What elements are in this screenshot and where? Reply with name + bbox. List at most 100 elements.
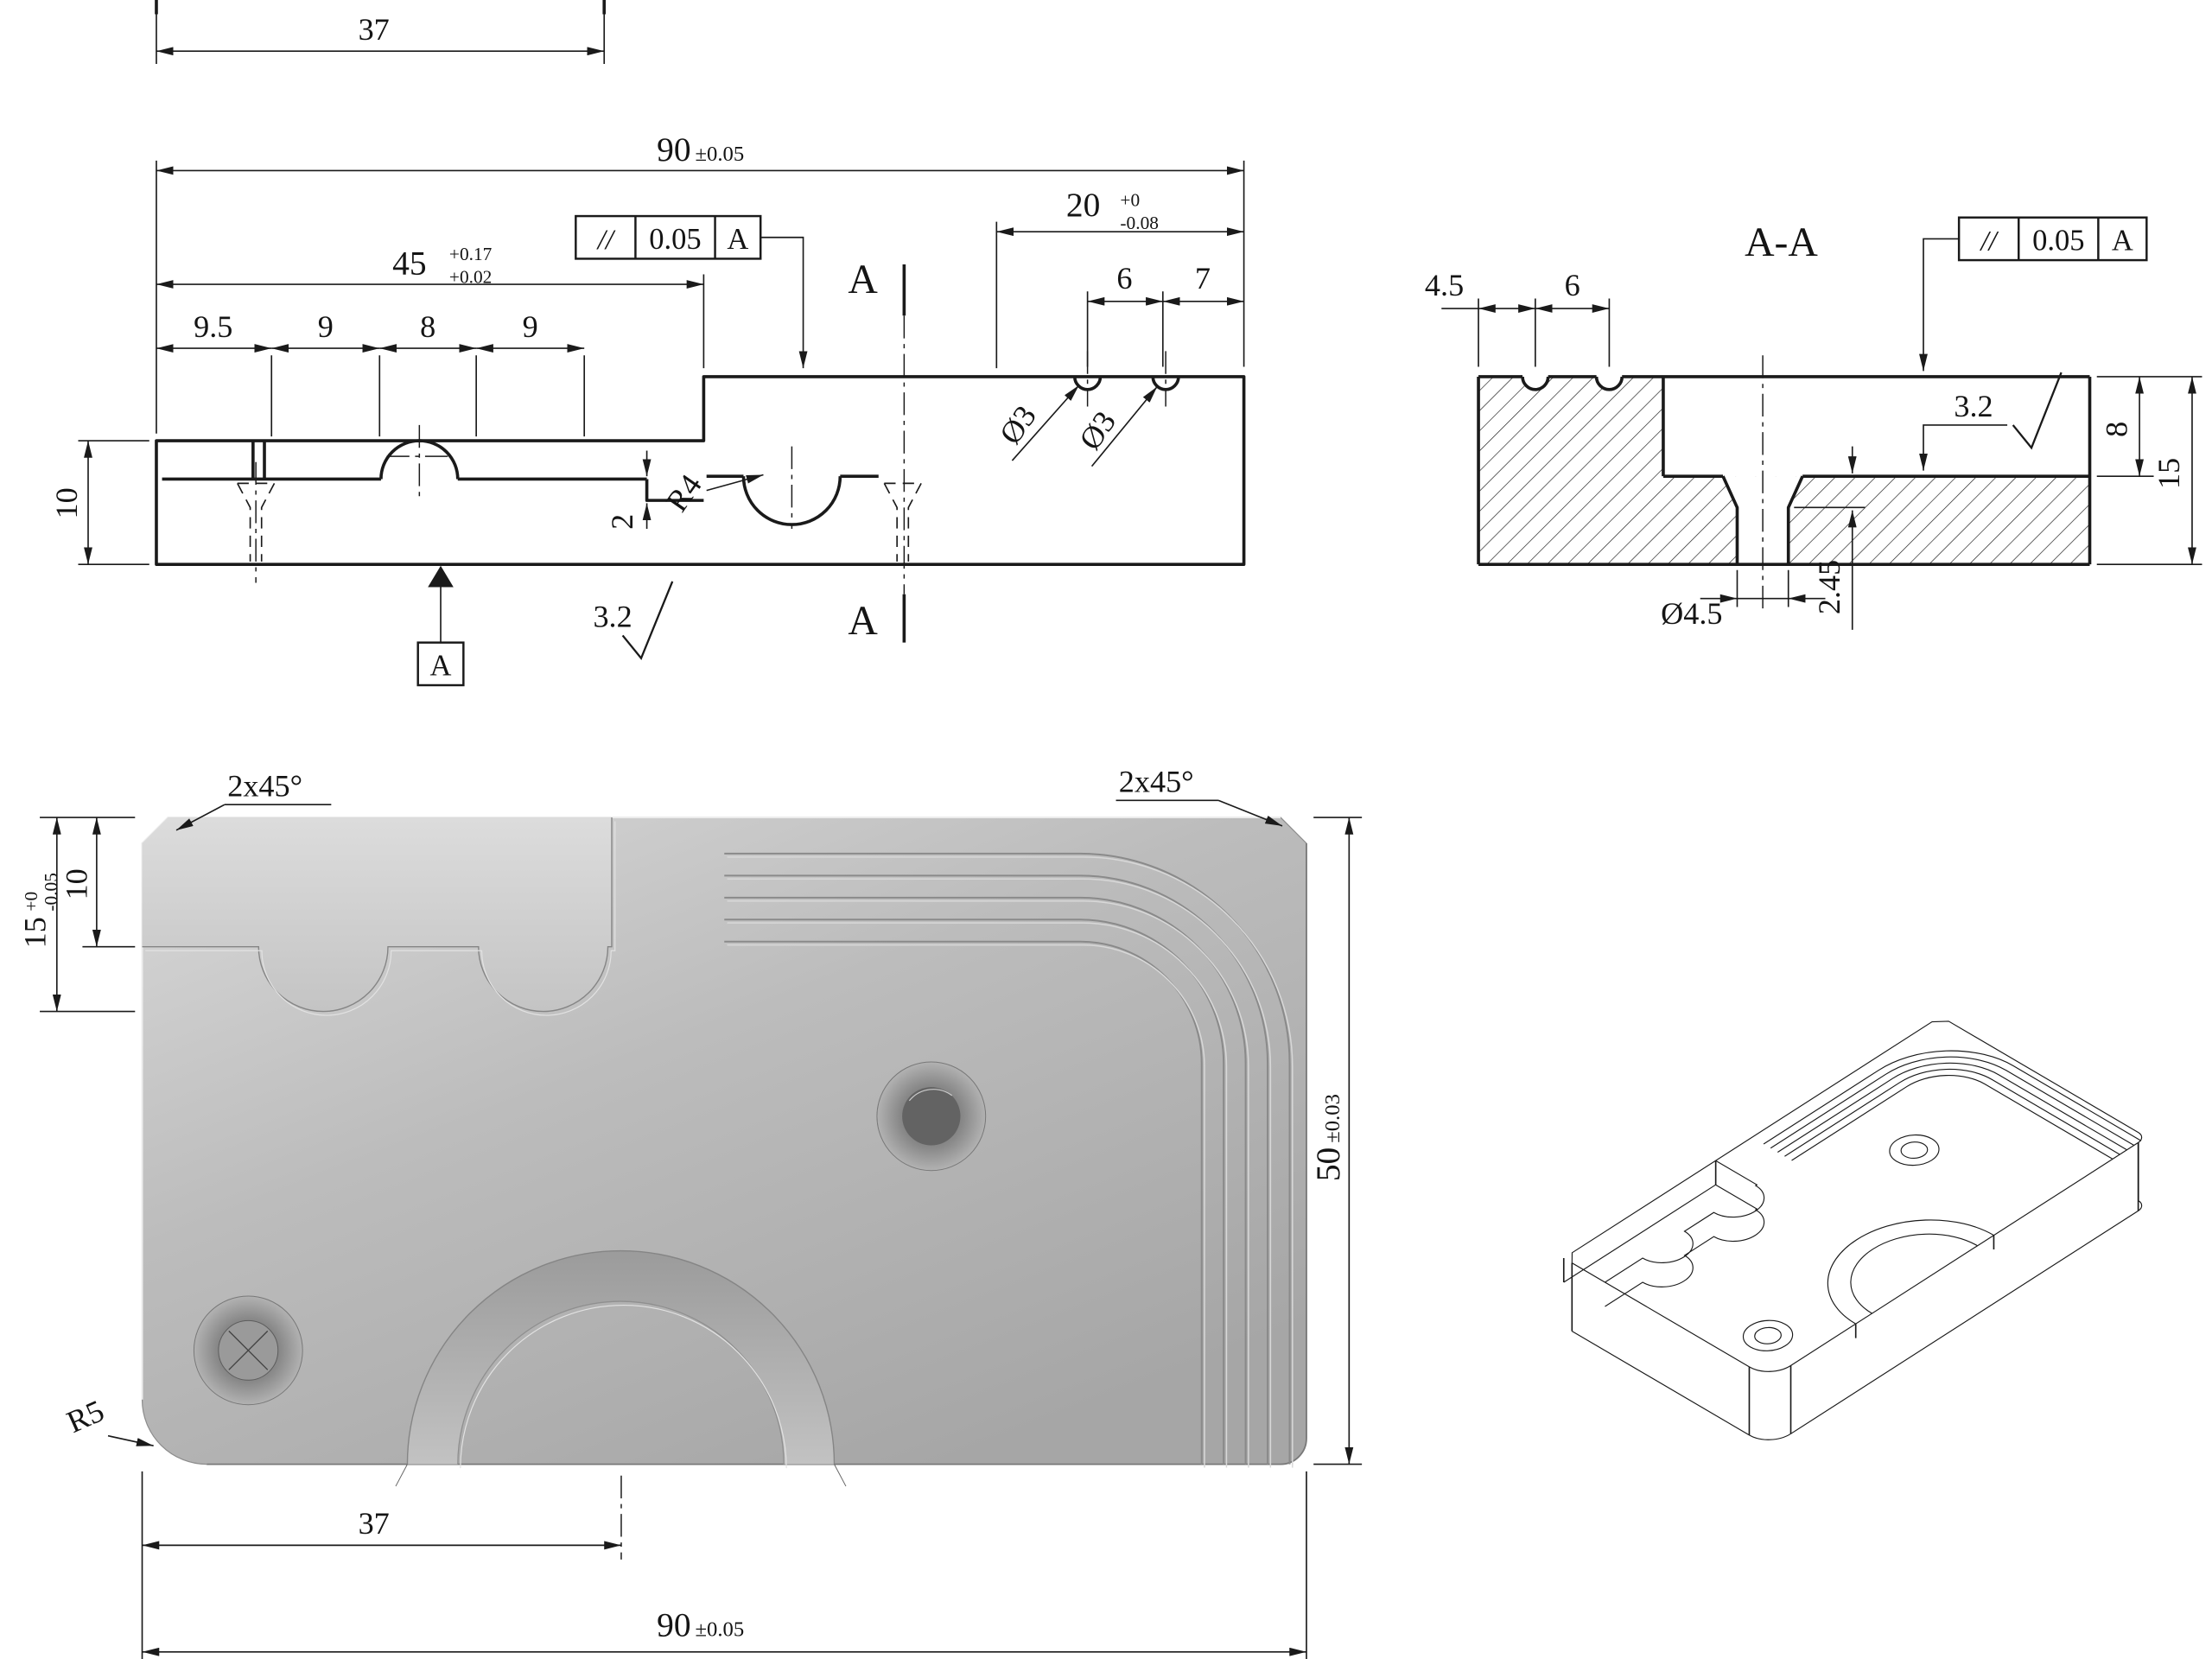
hatch-bottom-band [1662, 476, 2090, 565]
svg-text:15: 15 [18, 917, 53, 948]
front-view: 90 ±0.05 45 +0.17 +0.02 20 +0 -0.08 6 7 … [49, 130, 1246, 687]
plan-hole-a-with-screw [194, 1296, 302, 1405]
section-outline [1477, 376, 2092, 566]
chamfer-left-leader [175, 804, 226, 831]
leader-dia3-2 [1090, 385, 1158, 467]
plan-arch-inner-highlight [461, 1306, 786, 1469]
svg-text:10: 10 [59, 868, 93, 899]
iso-hole-b-countersink [1879, 1128, 1949, 1172]
notch-clear-2 [1596, 364, 1623, 390]
plan-extension-lines [40, 817, 1363, 1659]
dim-6-label-section: 6 [1565, 268, 1580, 302]
svg-text:8: 8 [2099, 422, 2133, 437]
section-fcf: // 0.05 A [1919, 216, 2148, 372]
fcf-dividers [634, 216, 716, 259]
section-notch-arcs [1521, 376, 1624, 391]
datum-a-label: A [430, 649, 452, 682]
section-roughness-check-icon [2012, 372, 2063, 450]
section-geometry [1477, 355, 2092, 612]
front-view-fcf: // 0.05 A [575, 214, 808, 369]
dim-4-5-label: 4.5 [1425, 268, 1464, 302]
svg-text:-0.05: -0.05 [41, 873, 61, 912]
section-fcf-leader [1919, 238, 1960, 372]
section-hatching [1478, 364, 2090, 565]
front-extension-lines [78, 160, 1245, 565]
dim-10-label: 10 [49, 487, 84, 518]
dim-45-tol-upper: +0.17 [449, 244, 493, 264]
plan-arch-groove [407, 1250, 835, 1465]
centerline-bump [386, 424, 453, 497]
section-fcf-datum-label: A [2112, 225, 2133, 257]
dim-15-label-plan: 15 +0 -0.05 [18, 873, 61, 948]
svg-text:+0: +0 [21, 892, 41, 912]
plan-arch-outer [407, 1251, 834, 1465]
dim-90-tol-label: ±0.05 [696, 143, 745, 166]
plan-step-edge-highlight [145, 822, 614, 1016]
iso-hole-b-bore [1896, 1139, 1933, 1162]
top-partial-view: 37 [155, 0, 607, 65]
radius-5-label: R5 [61, 1393, 109, 1440]
svg-text:2: 2 [605, 514, 639, 530]
iso-step-floor [1564, 1185, 1777, 1319]
section-roughness: 3.2 [1919, 372, 2063, 471]
svg-text:±0.03: ±0.03 [1321, 1094, 1344, 1143]
fcf-parallel-icon: // [596, 225, 616, 256]
dim-2-label: 2 [605, 514, 639, 530]
dim-45-label: 45 [392, 245, 426, 283]
svg-text:Ø3: Ø3 [1072, 405, 1122, 456]
dim-9a-label: 9 [318, 309, 334, 344]
screw-cross-icon [229, 1331, 268, 1370]
chamfer-right-label: 2x45° [1119, 764, 1194, 798]
dim-10-label-plan: 10 [59, 868, 93, 899]
front-outline [155, 375, 1246, 566]
datum-frame [416, 641, 465, 687]
section-a-top-label: A [848, 257, 878, 302]
iso-view [1564, 1016, 2146, 1447]
leader-dia3-1 [1011, 385, 1080, 461]
svg-text:R4: R4 [659, 468, 709, 518]
front-view-hidden-lines [237, 482, 922, 562]
section-csk-hole [1721, 475, 1804, 565]
section-roughness-label: 3.2 [1954, 389, 1993, 423]
datum-triangle-icon [428, 565, 454, 588]
section-title: A-A [1745, 219, 1818, 265]
dim-37-label-plan: 37 [359, 1506, 390, 1541]
front-view-centerlines [255, 315, 1166, 594]
dim-9-5-label: 9.5 [194, 309, 232, 344]
radius-5-leader [107, 1434, 154, 1447]
dim-90-label-plan: 90 [657, 1606, 690, 1644]
section-fcf-parallel-icon: // [1980, 226, 1999, 257]
iso-arch-verticals [1854, 1235, 1995, 1338]
dim-9b-label: 9 [523, 309, 538, 344]
plan-edge-highlight [143, 817, 1281, 1400]
hole-b-highlight [909, 1090, 951, 1101]
radius-4-label: R4 [659, 468, 709, 518]
dim-37-top-label: 37 [359, 12, 390, 47]
dia-4-5-label: Ø4.5 [1661, 596, 1722, 631]
chamfer-left-label: 2x45° [227, 768, 302, 803]
roughness-label: 3.2 [593, 600, 632, 634]
dim-20-tol-upper: +0 [1120, 190, 1140, 211]
svg-text:10: 10 [49, 487, 84, 518]
iso-step-verticals [1562, 1160, 1717, 1283]
dim-7-label: 7 [1195, 261, 1211, 296]
chamfer-right-leader [1217, 799, 1283, 827]
dim-20-label: 20 [1066, 186, 1100, 224]
dim-20-tol-lower: -0.08 [1120, 213, 1159, 233]
front-small-step [645, 479, 704, 502]
leader-r4 [706, 474, 764, 492]
dim-90-label: 90 [657, 130, 690, 168]
section-roughness-leader [1919, 424, 2008, 471]
section-view: A-A 4.5 [1425, 216, 2202, 631]
roughness-check-icon [621, 581, 674, 660]
plan-shaded-part [143, 817, 1306, 1486]
dim-50-label-plan: 50 ±0.03 [1309, 1094, 1347, 1181]
iso-hole-a-countersink [1733, 1314, 1803, 1357]
dim-45-tol-lower: +0.02 [449, 266, 492, 287]
dia-3a-label: Ø3 [993, 399, 1043, 450]
iso-top-face [1564, 1016, 2146, 1379]
section-a-bottom-label: A [848, 598, 878, 644]
section-dimensions: 4.5 6 8 15 Ø4.5 2.45 [1425, 268, 2202, 631]
hidden-csk-mid [883, 482, 922, 562]
